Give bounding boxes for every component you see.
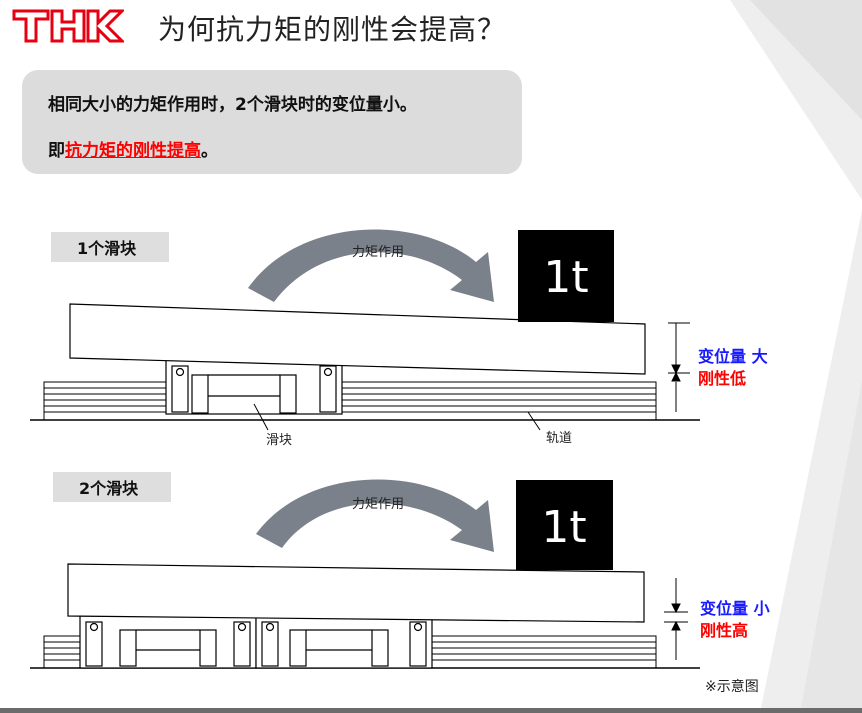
bottom-rule <box>0 708 862 713</box>
table-one <box>69 303 646 375</box>
callout-line-2: 即抗力矩的刚性提高。 <box>48 136 218 161</box>
diagram-two-blocks <box>30 479 700 669</box>
displacement-marker-two <box>664 578 688 660</box>
block-label: 滑块 <box>266 433 292 448</box>
rail-label: 轨道 <box>546 431 572 446</box>
moment-label-one: 力矩作用 <box>352 245 404 260</box>
displacement-large: 变位量 大 <box>698 347 768 366</box>
weight-label-two: 1t <box>541 502 586 553</box>
rail-one <box>30 381 700 421</box>
displacement-annotation-one: 变位量 大 刚性低 <box>698 346 768 390</box>
table-two <box>67 563 645 623</box>
section-label-two-blocks: 2个滑块 <box>53 472 171 502</box>
weight-one <box>518 230 614 322</box>
block-one <box>165 359 343 415</box>
diagram-one-block <box>30 229 700 431</box>
displacement-marker-one <box>668 322 690 412</box>
weight-two <box>516 480 613 570</box>
moment-arrow-one <box>248 229 494 302</box>
displacement-small: 变位量 小 <box>700 599 770 618</box>
callout-highlight: 抗力矩的刚性提高 <box>65 141 201 161</box>
summary-callout: 相同大小的力矩作用时，2个滑块时的变位量小。 即抗力矩的刚性提高。 <box>22 70 522 174</box>
thk-logo <box>12 9 124 43</box>
block-two-right <box>255 615 433 669</box>
callout-line-1: 相同大小的力矩作用时，2个滑块时的变位量小。 <box>48 95 417 115</box>
callout-prefix: 即 <box>48 141 65 161</box>
section-label-one-block: 1个滑块 <box>51 232 169 262</box>
page-title: 为何抗力矩的刚性会提高？ <box>158 13 507 46</box>
callout-suffix: 。 <box>201 141 218 161</box>
rigidity-low: 刚性低 <box>698 369 747 388</box>
rigidity-high: 刚性高 <box>700 621 749 640</box>
weight-label-one: 1t <box>543 252 588 303</box>
displacement-annotation-two: 变位量 小 刚性高 <box>700 598 770 642</box>
moment-arrow-two <box>256 479 494 552</box>
diagram-note: ※示意图 <box>705 679 759 695</box>
moment-label-two: 力矩作用 <box>352 497 404 512</box>
block-two-left <box>79 615 257 669</box>
